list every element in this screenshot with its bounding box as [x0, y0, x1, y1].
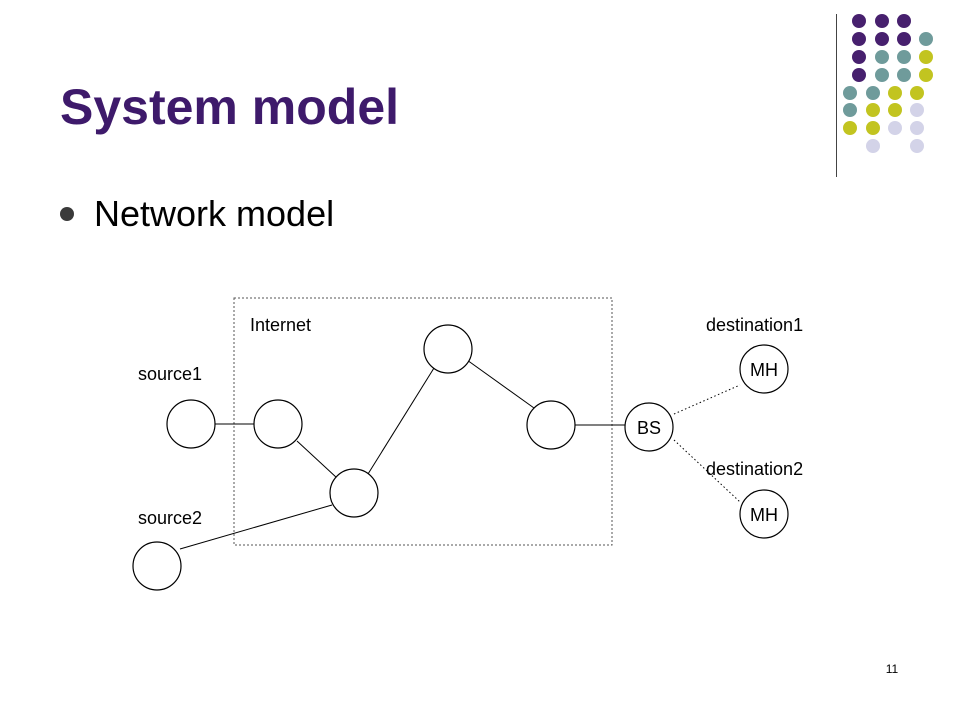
link-n2-n3	[367, 367, 435, 475]
base-station-label: BS	[637, 418, 661, 438]
link-n3-n4	[466, 359, 535, 409]
decorative-dot-2-3	[919, 50, 933, 64]
decorative-dot-4-1	[866, 86, 880, 100]
destination2-label: destination2	[706, 459, 803, 479]
decorative-dot-2-1	[875, 50, 889, 64]
decorative-dot-4-0	[843, 86, 857, 100]
source1-node	[166, 399, 216, 449]
internet-node-3	[423, 324, 473, 374]
bullet-dot-icon	[60, 207, 74, 221]
wireless-link-bs-mh2	[673, 439, 741, 503]
decorative-dot-3-3	[919, 68, 933, 82]
wireless-link-bs-mh1	[673, 384, 741, 415]
decorative-dot-0-2	[897, 14, 911, 28]
decorative-dot-5-1	[866, 103, 880, 117]
decorative-dot-3-0	[852, 68, 866, 82]
decorative-dot-4-2	[888, 86, 902, 100]
decorative-dot-2-2	[897, 50, 911, 64]
decorative-dot-0-1	[875, 14, 889, 28]
decorative-dot-1-1	[875, 32, 889, 46]
slide-title: System model	[60, 79, 400, 135]
bullet-text: Network model	[94, 193, 335, 234]
decorative-dot-5-0	[843, 103, 857, 117]
internet-label: Internet	[250, 315, 311, 335]
decorative-dot-7-3	[910, 139, 924, 153]
decorative-dot-3-2	[897, 68, 911, 82]
decorative-dot-4-3	[910, 86, 924, 100]
internet-boundary	[233, 297, 613, 546]
decorative-dot-7-1	[866, 139, 880, 153]
decorative-dot-6-1	[866, 121, 880, 135]
mobile-host-node-2	[739, 489, 789, 539]
destination1-label: destination1	[706, 315, 803, 335]
decorative-dot-5-2	[888, 103, 902, 117]
decorative-dot-6-3	[910, 121, 924, 135]
mobile-host-label-1: MH	[750, 360, 778, 380]
decorative-dot-5-3	[910, 103, 924, 117]
source2-label: source2	[138, 508, 202, 528]
decorative-dot-6-2	[888, 121, 902, 135]
decorative-dot-2-0	[852, 50, 866, 64]
decorative-dot-6-0	[843, 121, 857, 135]
internet-node-4	[526, 400, 576, 450]
decorative-dot-1-0	[852, 32, 866, 46]
internet-node-2	[329, 468, 379, 518]
base-station-node	[624, 402, 674, 452]
decorative-divider	[836, 14, 837, 177]
decorative-dot-3-1	[875, 68, 889, 82]
decorative-dot-1-3	[919, 32, 933, 46]
link-source2-n2	[179, 504, 333, 550]
link-n1-n2	[296, 440, 338, 479]
decorative-dot-1-2	[897, 32, 911, 46]
mobile-host-node-1	[739, 344, 789, 394]
page-number: 11	[885, 662, 899, 676]
source1-label: source1	[138, 364, 202, 384]
source2-node	[132, 541, 182, 591]
bullet-item: Network model	[60, 192, 334, 236]
mobile-host-label-2: MH	[750, 505, 778, 525]
decorative-dot-0-0	[852, 14, 866, 28]
internet-node-1	[253, 399, 303, 449]
decorative-dot-grid	[843, 14, 933, 153]
